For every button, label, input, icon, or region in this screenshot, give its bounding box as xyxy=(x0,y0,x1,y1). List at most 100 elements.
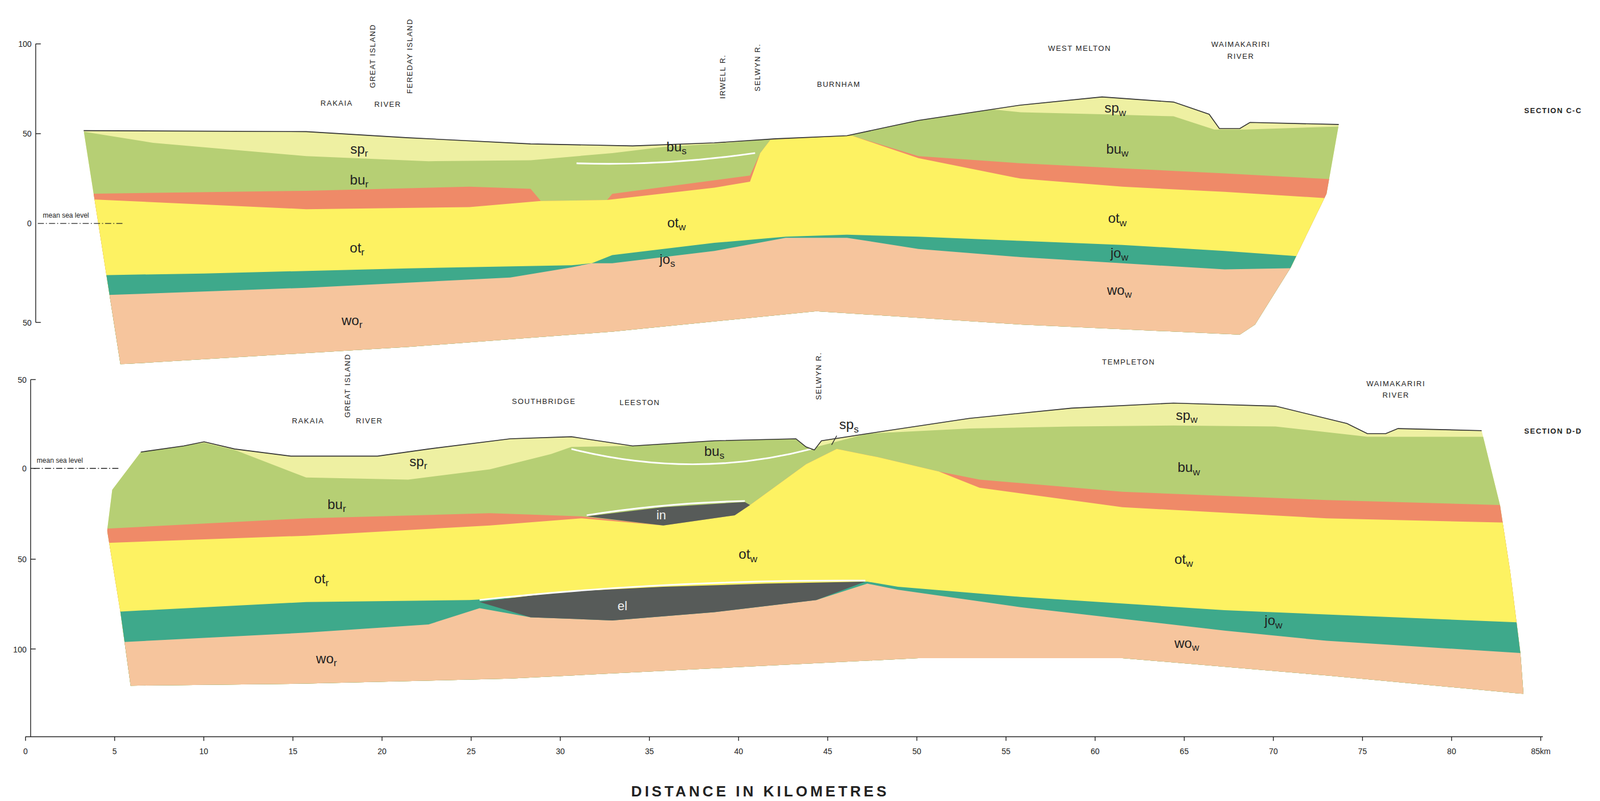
axis-tick xyxy=(30,379,36,380)
axis-tick xyxy=(470,736,472,741)
axis-value: 50 xyxy=(912,746,922,755)
axis-line xyxy=(25,736,1543,737)
axis-value: 50 xyxy=(22,129,32,138)
axis-tick xyxy=(35,43,42,44)
strata-fill xyxy=(40,97,1592,801)
axis-value: 5 xyxy=(112,746,118,755)
axis-value: 50 xyxy=(17,555,27,564)
axis-value: 30 xyxy=(555,746,565,755)
strata-fill xyxy=(40,581,1592,801)
unit-label: in xyxy=(656,508,666,522)
place-name: WEST MELTON xyxy=(1047,43,1111,52)
axis-value: 0 xyxy=(22,464,27,473)
unit-label: buw xyxy=(1177,460,1200,474)
place-name: BURNHAM xyxy=(817,79,861,88)
axis-tick xyxy=(35,322,42,323)
unit-label: bur xyxy=(350,173,369,187)
place-name: SOUTHBRIDGE xyxy=(512,397,577,405)
strata-fill xyxy=(40,135,1592,801)
axis-tick xyxy=(916,736,918,741)
axes xyxy=(25,43,1543,741)
unit-label: wor xyxy=(341,313,363,328)
axis-value: 65 xyxy=(1179,746,1189,755)
axis-line xyxy=(35,43,36,323)
axis-line xyxy=(30,379,31,737)
axis-tick xyxy=(649,736,650,741)
axis-tick xyxy=(1540,736,1542,741)
place-name: RAKAIA xyxy=(320,99,353,107)
unit-label: buw xyxy=(1106,142,1129,156)
axis-tick xyxy=(381,736,383,741)
strata-fill xyxy=(40,448,1592,801)
unit-label: jos xyxy=(659,252,675,267)
unit-label: spr xyxy=(409,454,428,469)
axis-value: 40 xyxy=(734,746,744,755)
section-body xyxy=(40,97,1592,801)
unit-label: spw xyxy=(1104,101,1127,115)
axis-value: 85km xyxy=(1530,746,1551,755)
place-name: WAIMAKARIRI RIVER xyxy=(1366,378,1426,402)
unit-label: spr xyxy=(350,142,368,156)
axis-tick xyxy=(292,736,293,741)
axis-title: DISTANCE IN KILOMETRES xyxy=(630,783,890,799)
axis-tick xyxy=(1272,736,1274,741)
unit-label: wow xyxy=(1107,283,1132,297)
axis-value: 50 xyxy=(17,375,27,384)
section-title: SECTION C-C xyxy=(1524,106,1582,114)
axis-value: 60 xyxy=(1090,746,1100,755)
unit-label: spw xyxy=(1175,408,1198,422)
strata-lens xyxy=(479,581,866,621)
strata-fill xyxy=(40,135,1592,801)
place-name: GREAT ISLAND xyxy=(343,353,351,418)
unit-label: otw xyxy=(1174,552,1193,566)
unit-label: otw xyxy=(1108,211,1127,225)
strata-fill xyxy=(40,107,1592,801)
axis-value: 55 xyxy=(1001,746,1011,755)
strata-fill xyxy=(40,425,1592,801)
axis-value: 10 xyxy=(199,746,209,755)
unit-label: jow xyxy=(1110,246,1129,260)
sea-level-line xyxy=(37,222,123,224)
place-name: FEREDAY ISLAND xyxy=(405,18,413,94)
unit-label: wow xyxy=(1174,636,1200,650)
axis-tick xyxy=(203,736,204,741)
strata-fill xyxy=(40,234,1592,801)
place-name: GREAT ISLAND xyxy=(368,23,377,88)
strata-fill xyxy=(40,402,1592,801)
ground-surface xyxy=(141,402,1482,456)
place-name: RIVER xyxy=(374,100,401,108)
place-name: RAKAIA xyxy=(291,416,325,425)
axis-tick xyxy=(1450,736,1452,741)
axis-tick xyxy=(30,558,36,560)
unit-label: sps xyxy=(839,417,859,432)
contact-line xyxy=(576,153,756,164)
place-name: LEESTON xyxy=(619,398,661,406)
leader-line xyxy=(831,435,837,445)
contact-line xyxy=(571,448,812,465)
axis-tick xyxy=(1005,736,1007,741)
strata-fill xyxy=(40,448,1592,801)
axis-tick xyxy=(114,736,115,741)
unit-label: bur xyxy=(327,497,346,512)
axis-value: 80 xyxy=(1446,746,1457,755)
place-name: IRWELL R. xyxy=(718,54,727,99)
axis-value: 15 xyxy=(288,746,298,755)
ground-surface xyxy=(83,97,1340,147)
axis-tick xyxy=(25,736,26,741)
unit-label: otw xyxy=(738,547,758,561)
strata-fill xyxy=(40,237,1592,801)
axis-value: 70 xyxy=(1268,746,1278,755)
unit-label: otw xyxy=(667,215,686,230)
place-name: SELWYN R. xyxy=(753,43,761,92)
axis-tick xyxy=(1361,736,1363,741)
axis-tick xyxy=(1094,736,1096,741)
axis-value: 25 xyxy=(466,746,476,755)
unit-label: otr xyxy=(350,240,365,255)
axis-tick xyxy=(560,736,561,741)
axis-tick xyxy=(738,736,739,741)
unit-label: wor xyxy=(316,651,337,666)
axis-tick xyxy=(1183,736,1185,741)
